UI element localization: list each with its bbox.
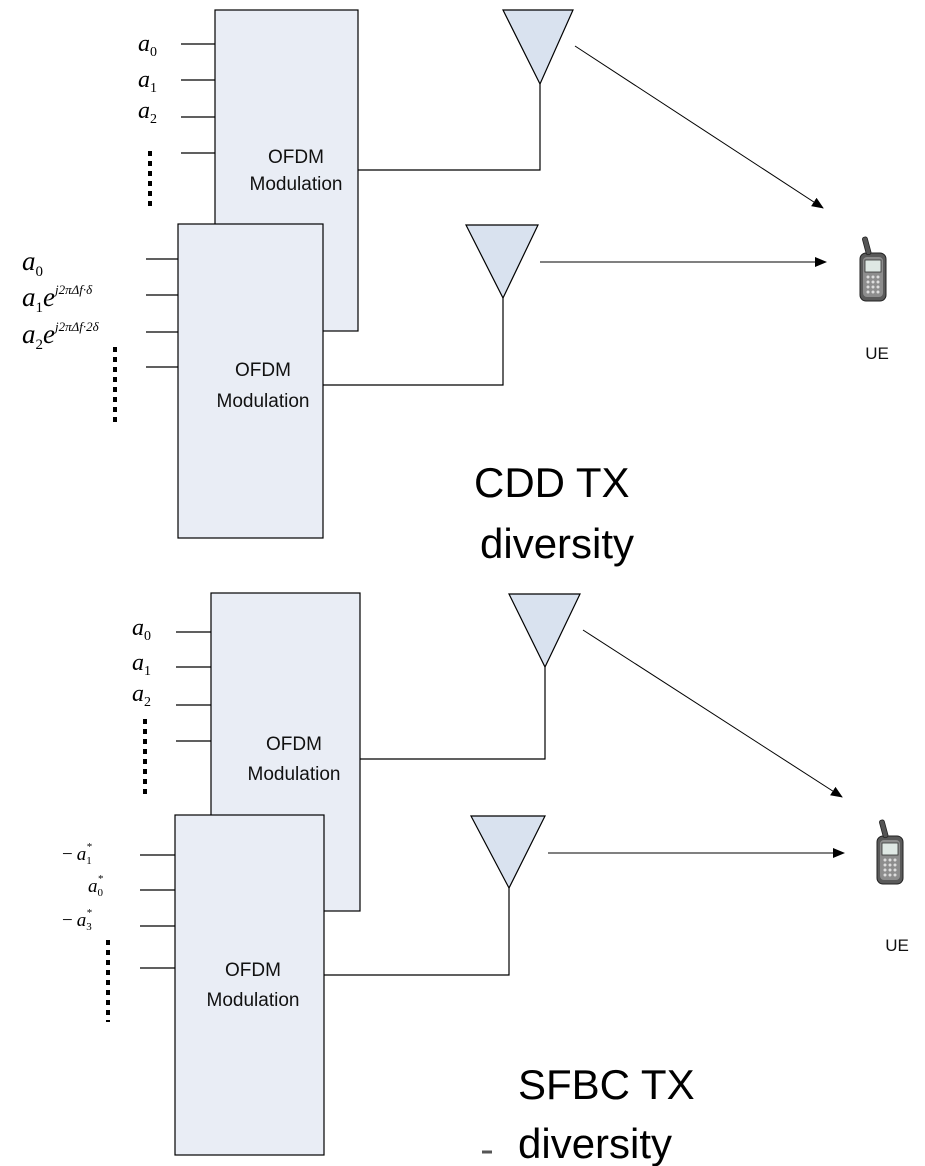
sfbc-ofdm-block-2 bbox=[174, 814, 325, 1156]
cdd-feed-line-1 bbox=[358, 84, 541, 171]
cdd-ue-label: UE bbox=[865, 344, 889, 363]
cdd-feed-line-2 bbox=[323, 298, 504, 386]
sfbc-b1-input-1: a1 bbox=[132, 650, 151, 679]
cdd-b2-input-1: a1ej2πΔf·δ bbox=[22, 282, 93, 316]
sfbc-block1-label-2: Modulation bbox=[248, 764, 341, 785]
cdd-b2-input-0: a0 bbox=[22, 246, 43, 280]
sfbc-b2-input-0: −a1* bbox=[62, 841, 92, 867]
antenna-icon bbox=[465, 224, 539, 300]
cdd-block1-label-2: Modulation bbox=[250, 174, 343, 195]
sfbc-b1-input-2: a2 bbox=[132, 681, 151, 710]
sfbc-block1-label-1: OFDM bbox=[266, 734, 322, 755]
cdd-ofdm-block-2 bbox=[177, 223, 324, 539]
antenna-icon bbox=[470, 815, 546, 890]
sfbc-block2-label-1: OFDM bbox=[225, 960, 281, 981]
sfbc-caption-line-2: diversity bbox=[518, 1120, 672, 1166]
cdd-b1-input-0: a0 bbox=[138, 31, 157, 60]
sfbc-feed-line-1 bbox=[360, 667, 546, 760]
cdd-block2-label-2: Modulation bbox=[217, 391, 310, 412]
antenna-icon bbox=[508, 593, 581, 669]
cdd-b1-input-1: a1 bbox=[138, 67, 157, 96]
sfbc-b2-input-2: −a3* bbox=[62, 907, 92, 933]
sfbc-ue-label: UE bbox=[885, 936, 909, 955]
cdd-caption-line-2: diversity bbox=[480, 520, 634, 567]
sfbc-b1-input-0: a0 bbox=[132, 615, 151, 644]
cdd-caption-line-1: CDD TX bbox=[474, 459, 630, 506]
sfbc-caption-line-1: SFBC TX bbox=[518, 1061, 695, 1108]
cdd-b2-input-2: a2ej2πΔf·2δ bbox=[22, 319, 100, 353]
cdd-block2-label-1: OFDM bbox=[235, 360, 291, 381]
cdd-b1-input-2: a2 bbox=[138, 98, 157, 127]
sfbc-feed-line-2 bbox=[324, 888, 510, 976]
cdd-block1-label-1: OFDM bbox=[268, 147, 324, 168]
cdd-ray-1 bbox=[574, 45, 824, 209]
sfbc-ray-1 bbox=[582, 629, 843, 798]
sfbc-block2-label-2: Modulation bbox=[207, 990, 300, 1011]
sfbc-b2-input-1: a0* bbox=[88, 873, 104, 899]
mobile-phone-icon bbox=[876, 818, 904, 885]
mobile-phone-icon bbox=[859, 235, 887, 302]
antenna-icon bbox=[502, 9, 574, 86]
